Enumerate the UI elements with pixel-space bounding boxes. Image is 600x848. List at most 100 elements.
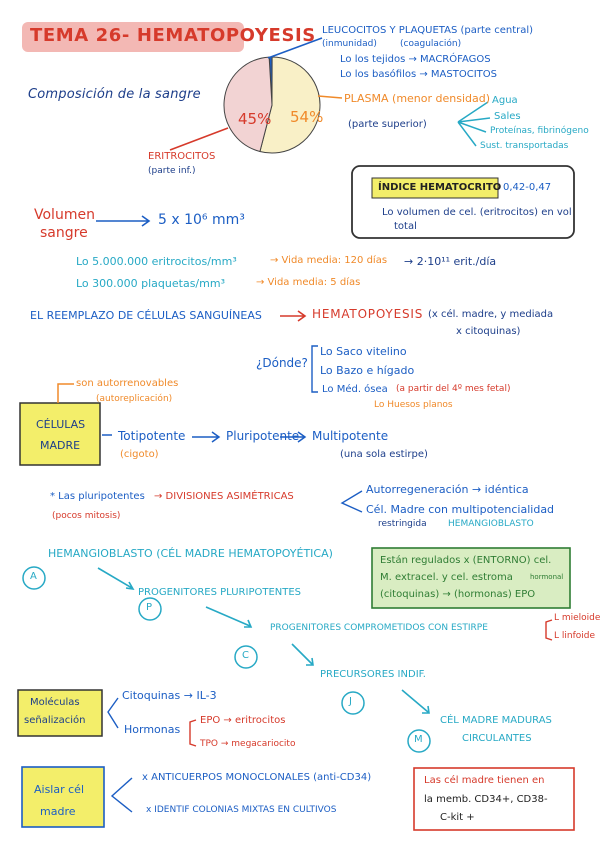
- moleculas-hormonas: Hormonas: [124, 723, 181, 736]
- nota-l1: Las cél madre tienen en: [424, 775, 545, 786]
- moleculas-bracket: [107, 697, 119, 729]
- aislar-bracket: [110, 777, 133, 813]
- pluripotente: Pluripotente: [226, 429, 300, 443]
- arrow-hematopoyesis: [280, 310, 307, 322]
- pluri-divisiones: → DIVISIONES ASIMÉTRICAS: [154, 491, 294, 502]
- flow-progenitores-comp: PROGENITORES COMPROMETIDOS CON ESTIRPE: [270, 623, 488, 633]
- volumen-value: 5 x 10⁶ mm³: [158, 212, 245, 228]
- eritrocitos-sub: (parte inf.): [148, 166, 196, 176]
- nota-l3: C-kit +: [440, 812, 475, 823]
- hematocrito-desc2: total: [394, 221, 417, 232]
- arrow-volumen: [96, 215, 151, 227]
- plasma-label: PLASMA (menor densidad): [344, 92, 491, 105]
- donde-bracket: [311, 345, 318, 393]
- eritrocitos-label: ERITROCITOS: [148, 151, 216, 162]
- regulados-l1: Están regulados x (ENTORNO) cel.: [380, 555, 552, 566]
- pie-slice-plasma: [259, 56, 321, 154]
- moleculas-label-1: Moléculas: [30, 697, 80, 708]
- flow-letter-c: C: [242, 650, 249, 661]
- sangre-label: sangre: [40, 225, 88, 241]
- flow-mieloide: L mieloide: [554, 613, 600, 623]
- reemplazo-result: HEMATOPOYESIS: [312, 307, 424, 321]
- hematocrito-value: 0,42-0,47: [503, 182, 552, 193]
- flow-letter-j: J: [349, 696, 352, 707]
- flow-linfoide: L linfoide: [554, 631, 596, 641]
- divisiones-bracket: [340, 490, 363, 513]
- plasma-item-sales: Sales: [494, 111, 521, 122]
- leucocitos-sub1: (inmunidad): [322, 39, 377, 49]
- leucocitos-sub2: (coagulación): [400, 39, 462, 49]
- hematocrito-highlight: [371, 177, 499, 199]
- circle-p: [138, 597, 162, 621]
- donde-question: ¿Dónde?: [256, 356, 308, 370]
- donde-medula: Lo Méd. ósea: [322, 384, 388, 395]
- flow-hemangioblasto: HEMANGIOBLASTO (CÉL MADRE HEMATOPOYÉTICA…: [48, 547, 333, 560]
- totipotente: Totipotente: [118, 429, 186, 443]
- multipotente: Multipotente: [312, 429, 389, 443]
- tejidos-macrofagos: Lo los tejidos → MACRÓFAGOS: [340, 54, 491, 65]
- aislar-box: [21, 766, 105, 828]
- reemplazo-note1: (x cél. madre, y mediada: [428, 309, 554, 320]
- pluri-text: * Las pluripotentes: [50, 491, 145, 502]
- moleculas-box: [17, 689, 103, 737]
- arrow-toti-pluri: [192, 431, 221, 443]
- moleculas-tpo: TPO → megacariocito: [200, 739, 296, 749]
- donde-note: (a partir del 4º mes fetal): [396, 384, 511, 394]
- hematocrito-frame: [351, 165, 575, 239]
- moleculas-epo: EPO → eritrocitos: [200, 715, 286, 726]
- pluri-heman: HEMANGIOBLASTO: [448, 519, 534, 529]
- moleculas-label-2: señalización: [24, 715, 86, 726]
- circle-a: [22, 566, 46, 590]
- plasma-fan: [457, 101, 491, 147]
- regulados-side: hormonal: [530, 573, 564, 581]
- arrow-a-p: [97, 567, 135, 591]
- aislar-label-2: madre: [40, 805, 76, 818]
- cigoto: (cigoto): [120, 449, 159, 460]
- flow-precursores: PRECURSORES INDIF.: [320, 669, 426, 680]
- eritrocitos-dia: → 2·10¹¹ erit./día: [404, 255, 497, 268]
- hematocrito-desc1: Lo volumen de cel. (eritrocitos) en vol: [382, 207, 572, 218]
- leucocitos-label: LEUCOCITOS Y PLAQUETAS (parte central): [322, 25, 534, 36]
- arrow-c-j: [291, 643, 314, 666]
- circle-j: [341, 691, 365, 715]
- flow-letter-m: M: [414, 734, 423, 745]
- circle-m: [407, 729, 431, 753]
- title-highlight: [22, 22, 244, 52]
- arrow-plasma: [317, 95, 343, 99]
- aislar-item-2: x IDENTIF COLONIAS MIXTAS EN CULTIVOS: [146, 805, 337, 815]
- hormonas-bracket: [189, 719, 197, 747]
- flow-letter-a: A: [30, 571, 37, 582]
- comprometidos-bracket: [545, 619, 553, 641]
- basofilos-mastocitos: Lo los basófilos → MASTOCITOS: [340, 69, 497, 80]
- multipotente-sub: (una sola estirpe): [340, 449, 428, 460]
- flow-progenitores-pluri: PROGENITORES PLURIPOTENTES: [138, 587, 302, 598]
- reemplazo-note2: x citoquinas): [456, 326, 521, 337]
- flow-letter-p: P: [146, 602, 153, 613]
- pluri-cel2: restringida: [378, 519, 427, 529]
- plaquetas-vida: → Vida media: 5 días: [256, 277, 361, 288]
- nota-l2: la memb. CD34+, CD38-: [424, 794, 548, 805]
- plaquetas-count: Lo 300.000 plaquetas/mm³: [76, 277, 225, 290]
- eritrocitos-count: Lo 5.000.000 eritrocitos/mm³: [76, 255, 237, 268]
- pie-plasma-pct: 54%: [290, 108, 324, 126]
- regulados-l2: M. extracel. y cel. estroma: [380, 572, 513, 583]
- arrow-pluri-multi: [280, 431, 307, 443]
- pie-erythro-pct: 45%: [238, 110, 272, 128]
- arrow-p-c: [205, 606, 253, 628]
- celulas-madre-box: [19, 402, 101, 466]
- flow-cel-maduras: CÉL MADRE MADURAS: [440, 715, 552, 726]
- plasma-sub: (parte superior): [348, 119, 427, 130]
- auto-label: son autorrenovables: [76, 378, 179, 389]
- moleculas-citoquinas: Citoquinas → IL-3: [122, 689, 217, 702]
- donde-huesos: Lo Huesos planos: [374, 400, 453, 410]
- arrow-eritrocitos: [169, 127, 229, 151]
- blood-pie-chart: [223, 56, 321, 154]
- circle-c: [234, 645, 258, 669]
- plasma-item-sust: Sust. transportadas: [480, 141, 569, 151]
- pluri-cel: Cél. Madre con multipotencialidad: [366, 503, 555, 516]
- plasma-item-proteinas: Proteínas, fibrinógeno: [490, 126, 589, 136]
- aislar-label-1: Aislar cél: [34, 783, 84, 796]
- arrow-leucocitos: [267, 37, 323, 59]
- pluri-auto: Autorregeneración → idéntica: [366, 483, 529, 496]
